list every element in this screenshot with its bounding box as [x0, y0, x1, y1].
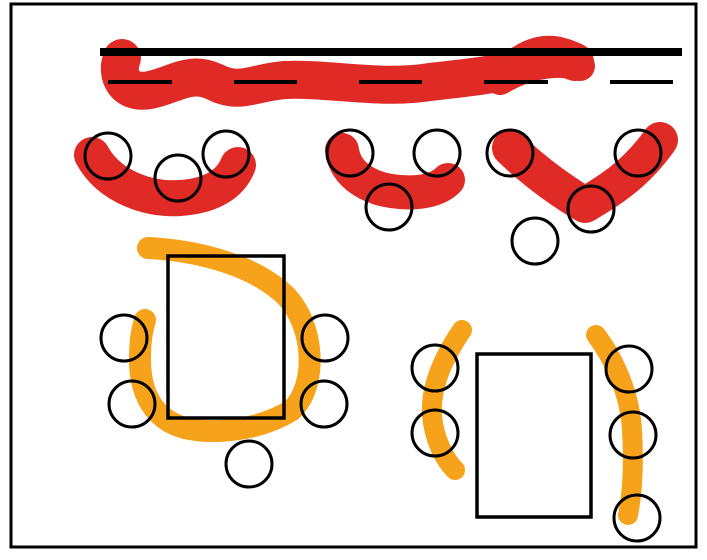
table-left: [166, 254, 286, 420]
seat: [566, 184, 616, 234]
seat: [299, 379, 349, 429]
seat: [224, 439, 274, 489]
seat: [510, 216, 560, 266]
seats: [83, 128, 663, 543]
seat: [300, 313, 350, 363]
seat: [412, 128, 462, 178]
seat: [364, 182, 414, 232]
table-right: [475, 352, 593, 519]
seat: [107, 379, 157, 429]
red-middle-row-arc: [325, 133, 465, 210]
seat: [612, 493, 662, 543]
orange-right-group-right-curve: [586, 325, 643, 525]
seat: [99, 313, 149, 363]
seat: [410, 343, 460, 393]
seat: [485, 128, 535, 178]
seat: [83, 131, 133, 181]
tables: [166, 254, 593, 519]
seat: [613, 128, 663, 178]
red-right-row-arc: [492, 122, 678, 223]
red-top-band-right: [485, 47, 595, 95]
seat: [201, 129, 251, 179]
seat: [153, 153, 203, 203]
seat: [604, 344, 654, 394]
seat: [410, 408, 460, 458]
top-lines: [100, 48, 682, 84]
seat: [608, 410, 658, 460]
seat: [325, 128, 375, 178]
